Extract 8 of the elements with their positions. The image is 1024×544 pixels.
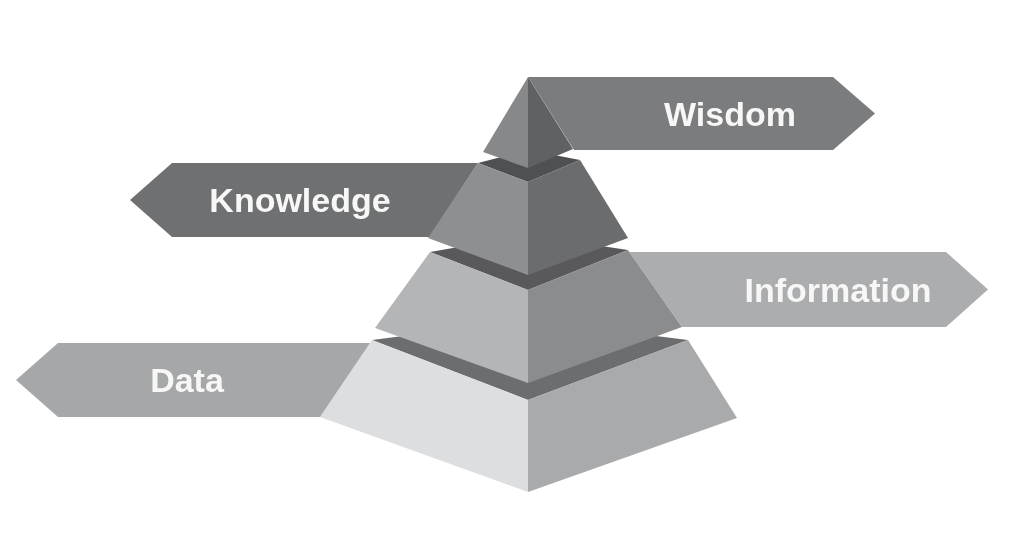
banner-label: Knowledge [209,183,391,217]
arrow-banner [16,343,370,417]
arrow-banner [629,252,988,327]
banner-label: Data [150,363,224,397]
arrow-banner [130,163,478,237]
banner-label: Wisdom [664,96,796,131]
arrow-banner [528,77,875,150]
banner-label: Information [744,272,932,307]
